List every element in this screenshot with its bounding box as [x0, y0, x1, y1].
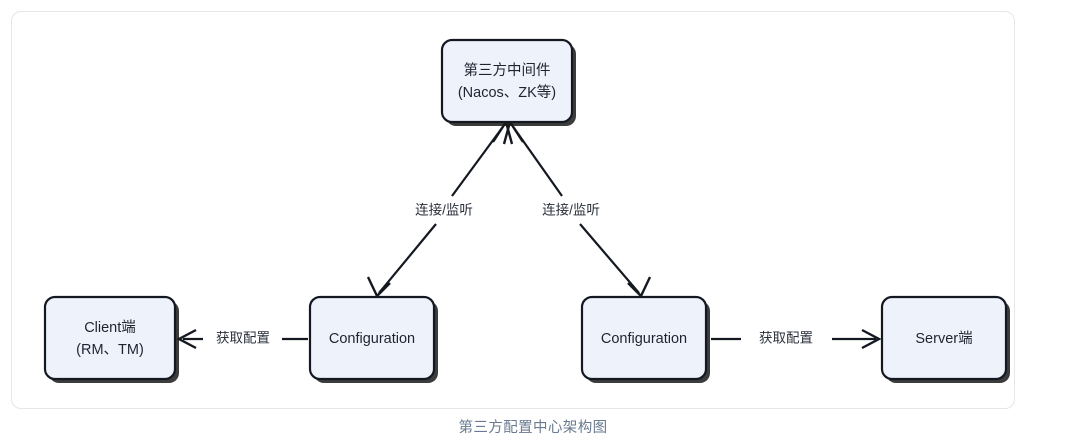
node-configuration-right-label: Configuration [601, 331, 687, 347]
edge-server-link-label-group: 获取配置 [747, 328, 825, 350]
edge-server-link-label: 获取配置 [759, 331, 813, 346]
figure-caption: 第三方配置中心架构图 [458, 420, 608, 436]
diagram-canvas: 第三方中间件 (Nacos、ZK等) Client端 (RM、TM) Confi… [43, 38, 1010, 383]
node-middleware[interactable]: 第三方中间件 (Nacos、ZK等) [440, 38, 576, 126]
node-client-line1: Client端 [84, 319, 136, 336]
node-middleware-line2: (Nacos、ZK等) [458, 83, 556, 101]
edge-right-diagonal-label-group: 连接/监听 [525, 199, 617, 221]
edge-right-diagonal-label: 连接/监听 [542, 202, 600, 218]
node-middleware-line1: 第三方中间件 [464, 61, 551, 79]
node-server-label: Server端 [915, 330, 972, 347]
edge-server-link [711, 328, 882, 350]
node-configuration-left-label: Configuration [329, 331, 415, 347]
edge-client-link-label-group: 获取配置 [204, 328, 282, 350]
edge-left-diagonal-label-group: 连接/监听 [398, 199, 490, 221]
node-configuration-right[interactable]: Configuration [580, 295, 710, 383]
node-server[interactable]: Server端 [880, 295, 1010, 383]
node-client[interactable]: Client端 (RM、TM) [43, 295, 179, 383]
edge-client-link-label: 获取配置 [216, 331, 270, 346]
edge-left-diagonal-label: 连接/监听 [415, 202, 473, 218]
node-configuration-left[interactable]: Configuration [308, 295, 438, 383]
node-client-line2: (RM、TM) [76, 342, 144, 358]
